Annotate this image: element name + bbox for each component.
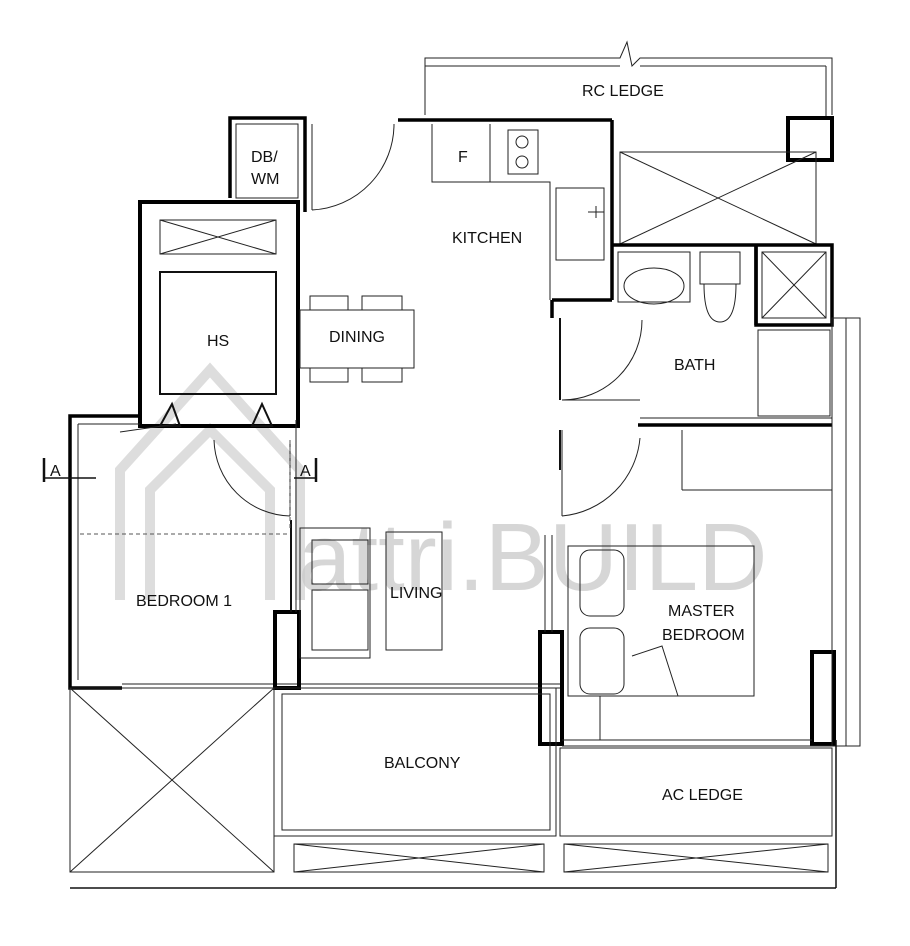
label-fridge: F bbox=[458, 149, 468, 166]
master-bedroom-door bbox=[561, 430, 641, 517]
label-rc-ledge: RC LEDGE bbox=[582, 83, 664, 100]
bath-fixtures bbox=[617, 251, 831, 417]
rc-ledge-area bbox=[424, 40, 833, 118]
watermark-logo-icon bbox=[115, 362, 305, 600]
label-balcony: BALCONY bbox=[384, 755, 461, 772]
watermark: attri.BUILD bbox=[115, 362, 767, 611]
master-bed bbox=[567, 430, 832, 740]
label-bath: BATH bbox=[674, 357, 715, 374]
walls bbox=[68, 116, 861, 747]
label-bedroom1: BEDROOM 1 bbox=[136, 593, 232, 610]
watermark-text: attri.BUILD bbox=[298, 504, 767, 611]
hs-door bbox=[119, 401, 274, 433]
label-master-2: BEDROOM bbox=[662, 627, 745, 644]
bath-door bbox=[561, 319, 643, 401]
void-bottom-left bbox=[69, 687, 275, 873]
label-dining: DINING bbox=[329, 329, 385, 346]
void-cross-box bbox=[619, 151, 817, 245]
ac-ledge bbox=[559, 747, 833, 837]
kitchen-fixtures bbox=[431, 124, 605, 300]
section-line bbox=[42, 440, 318, 535]
planter-strip bbox=[293, 843, 829, 873]
label-hs: HS bbox=[207, 333, 229, 350]
label-living: LIVING bbox=[390, 585, 442, 602]
kitchen-door bbox=[311, 123, 395, 211]
label-ac-ledge: AC LEDGE bbox=[662, 787, 743, 804]
label-db-wm-1: DB/ bbox=[251, 149, 278, 166]
label-master-1: MASTER bbox=[668, 603, 735, 620]
label-db-wm-2: WM bbox=[251, 171, 279, 188]
column bbox=[786, 116, 834, 162]
section-marker-right: A bbox=[300, 463, 311, 480]
label-kitchen: KITCHEN bbox=[452, 230, 522, 247]
section-marker-left: A bbox=[50, 463, 61, 480]
living-furniture bbox=[299, 527, 443, 659]
dining-set bbox=[299, 295, 415, 383]
